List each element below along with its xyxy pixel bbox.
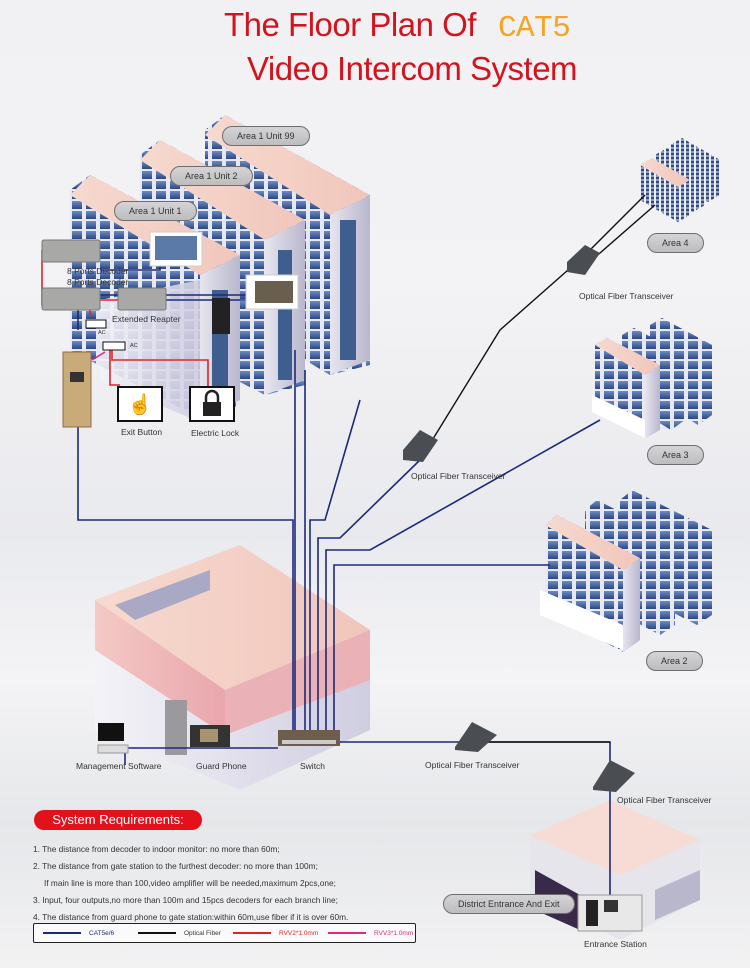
- legend-item-rvv3: RVV3*1.0mm: [328, 930, 414, 937]
- decoder-1: [41, 239, 101, 263]
- requirement-item: 2. The distance from gate station to the…: [33, 861, 318, 871]
- entrance-station-panel: [577, 894, 643, 932]
- management-pc: [97, 723, 129, 754]
- caption-switch: Switch: [300, 761, 326, 771]
- caption-transceiver-bottom-2: Optical Fiber Transceiver: [617, 795, 712, 805]
- indoor-monitor-1: [149, 231, 203, 267]
- caption-extended-repeater: Extended Reapter: [112, 314, 181, 324]
- transceiver-bottom-2: [593, 760, 635, 792]
- caption-management-software: Management Software: [76, 761, 162, 771]
- requirements-heading: System Requirements:: [34, 810, 202, 830]
- legend-swatch-cat5: [43, 932, 81, 934]
- requirement-item: 1. The distance from decoder to indoor m…: [33, 844, 280, 854]
- legend-item-cat5: CAT5e/6: [43, 930, 129, 937]
- caption-ac-2: AC: [130, 343, 138, 349]
- caption-electric-lock: Electric Lock: [191, 428, 240, 438]
- legend-swatch-rvv2: [233, 932, 271, 934]
- label-area3: Area 3: [647, 445, 704, 465]
- building-area4: [640, 138, 720, 222]
- caption-transceiver-bottom-1: Optical Fiber Transceiver: [425, 760, 520, 770]
- legend-label-rvv3: RVV3*1.0mm: [374, 929, 414, 937]
- legend-item-rvv2: RVV2*1.0mm: [233, 930, 319, 937]
- requirement-item: If main line is more than 100,video ampl…: [44, 878, 336, 888]
- page-title-line-1: The Floor Plan Of CAT5: [224, 6, 571, 46]
- door-station: [212, 298, 230, 334]
- transceiver-area3: [403, 430, 438, 462]
- label-area2: Area 2: [646, 651, 703, 671]
- caption-transceiver-area4: Optical Fiber Transceiver: [579, 291, 674, 301]
- gate-station: [62, 351, 92, 428]
- power-supply-1: [85, 319, 107, 329]
- label-area1-unit2: Area 1 Unit 2: [170, 166, 253, 186]
- building-area3: [592, 318, 712, 438]
- requirement-item: 3. Input, four outputs,no more than 100m…: [33, 895, 338, 905]
- legend-item-fiber: Optical Fiber: [138, 930, 224, 937]
- power-supply-2: [102, 341, 126, 351]
- legend-swatch-rvv3: [328, 932, 366, 934]
- caption-decoder-1: 8 Ports Decoder: [67, 266, 129, 276]
- title-highlight-cat5: CAT5: [497, 11, 571, 46]
- exit-button-box: ☝: [117, 386, 163, 422]
- transceiver-area4: [567, 245, 600, 275]
- network-switch: [278, 730, 340, 746]
- legend-swatch-fiber: [138, 932, 176, 934]
- caption-transceiver-area3: Optical Fiber Transceiver: [411, 471, 506, 481]
- caption-decoder-2: 8 Ports Decoder: [67, 277, 129, 287]
- building-area2: [540, 490, 712, 652]
- page-title-line-2: Video Intercom System: [247, 50, 578, 87]
- guard-house: [95, 545, 370, 790]
- legend-label-fiber: Optical Fiber: [184, 929, 221, 937]
- caption-ac-1: AC: [98, 330, 106, 336]
- label-district-entrance: District Entrance And Exit: [443, 894, 575, 914]
- decoder-2: [41, 287, 101, 311]
- requirements-list: 1. The distance from decoder to indoor m…: [33, 841, 348, 926]
- legend-label-rvv2: RVV2*1.0mm: [279, 929, 319, 937]
- caption-guard-phone: Guard Phone: [196, 761, 247, 771]
- caption-exit-button: Exit Button: [121, 427, 163, 437]
- guard-phone-device: [190, 725, 230, 747]
- fiber-lines: [419, 194, 656, 743]
- svg-text:☝: ☝: [128, 392, 153, 416]
- legend-label-cat5: CAT5e/6: [89, 929, 115, 937]
- title-prefix: The Floor Plan Of: [224, 6, 476, 43]
- indoor-monitor-2: [245, 274, 299, 310]
- label-area1-unit99: Area 1 Unit 99: [222, 126, 310, 146]
- extended-repeater: [117, 287, 167, 311]
- cable-legend: CAT5e/6 Optical Fiber RVV2*1.0mm RVV3*1.…: [33, 923, 416, 943]
- label-area4: Area 4: [647, 233, 704, 253]
- label-area1-unit1: Area 1 Unit 1: [114, 201, 197, 221]
- transceiver-bottom-1: [455, 722, 497, 752]
- requirement-item: 4. The distance from guard phone to gate…: [33, 912, 349, 922]
- caption-entrance-station: Entrance Station: [584, 939, 647, 949]
- electric-lock-box: [189, 386, 235, 422]
